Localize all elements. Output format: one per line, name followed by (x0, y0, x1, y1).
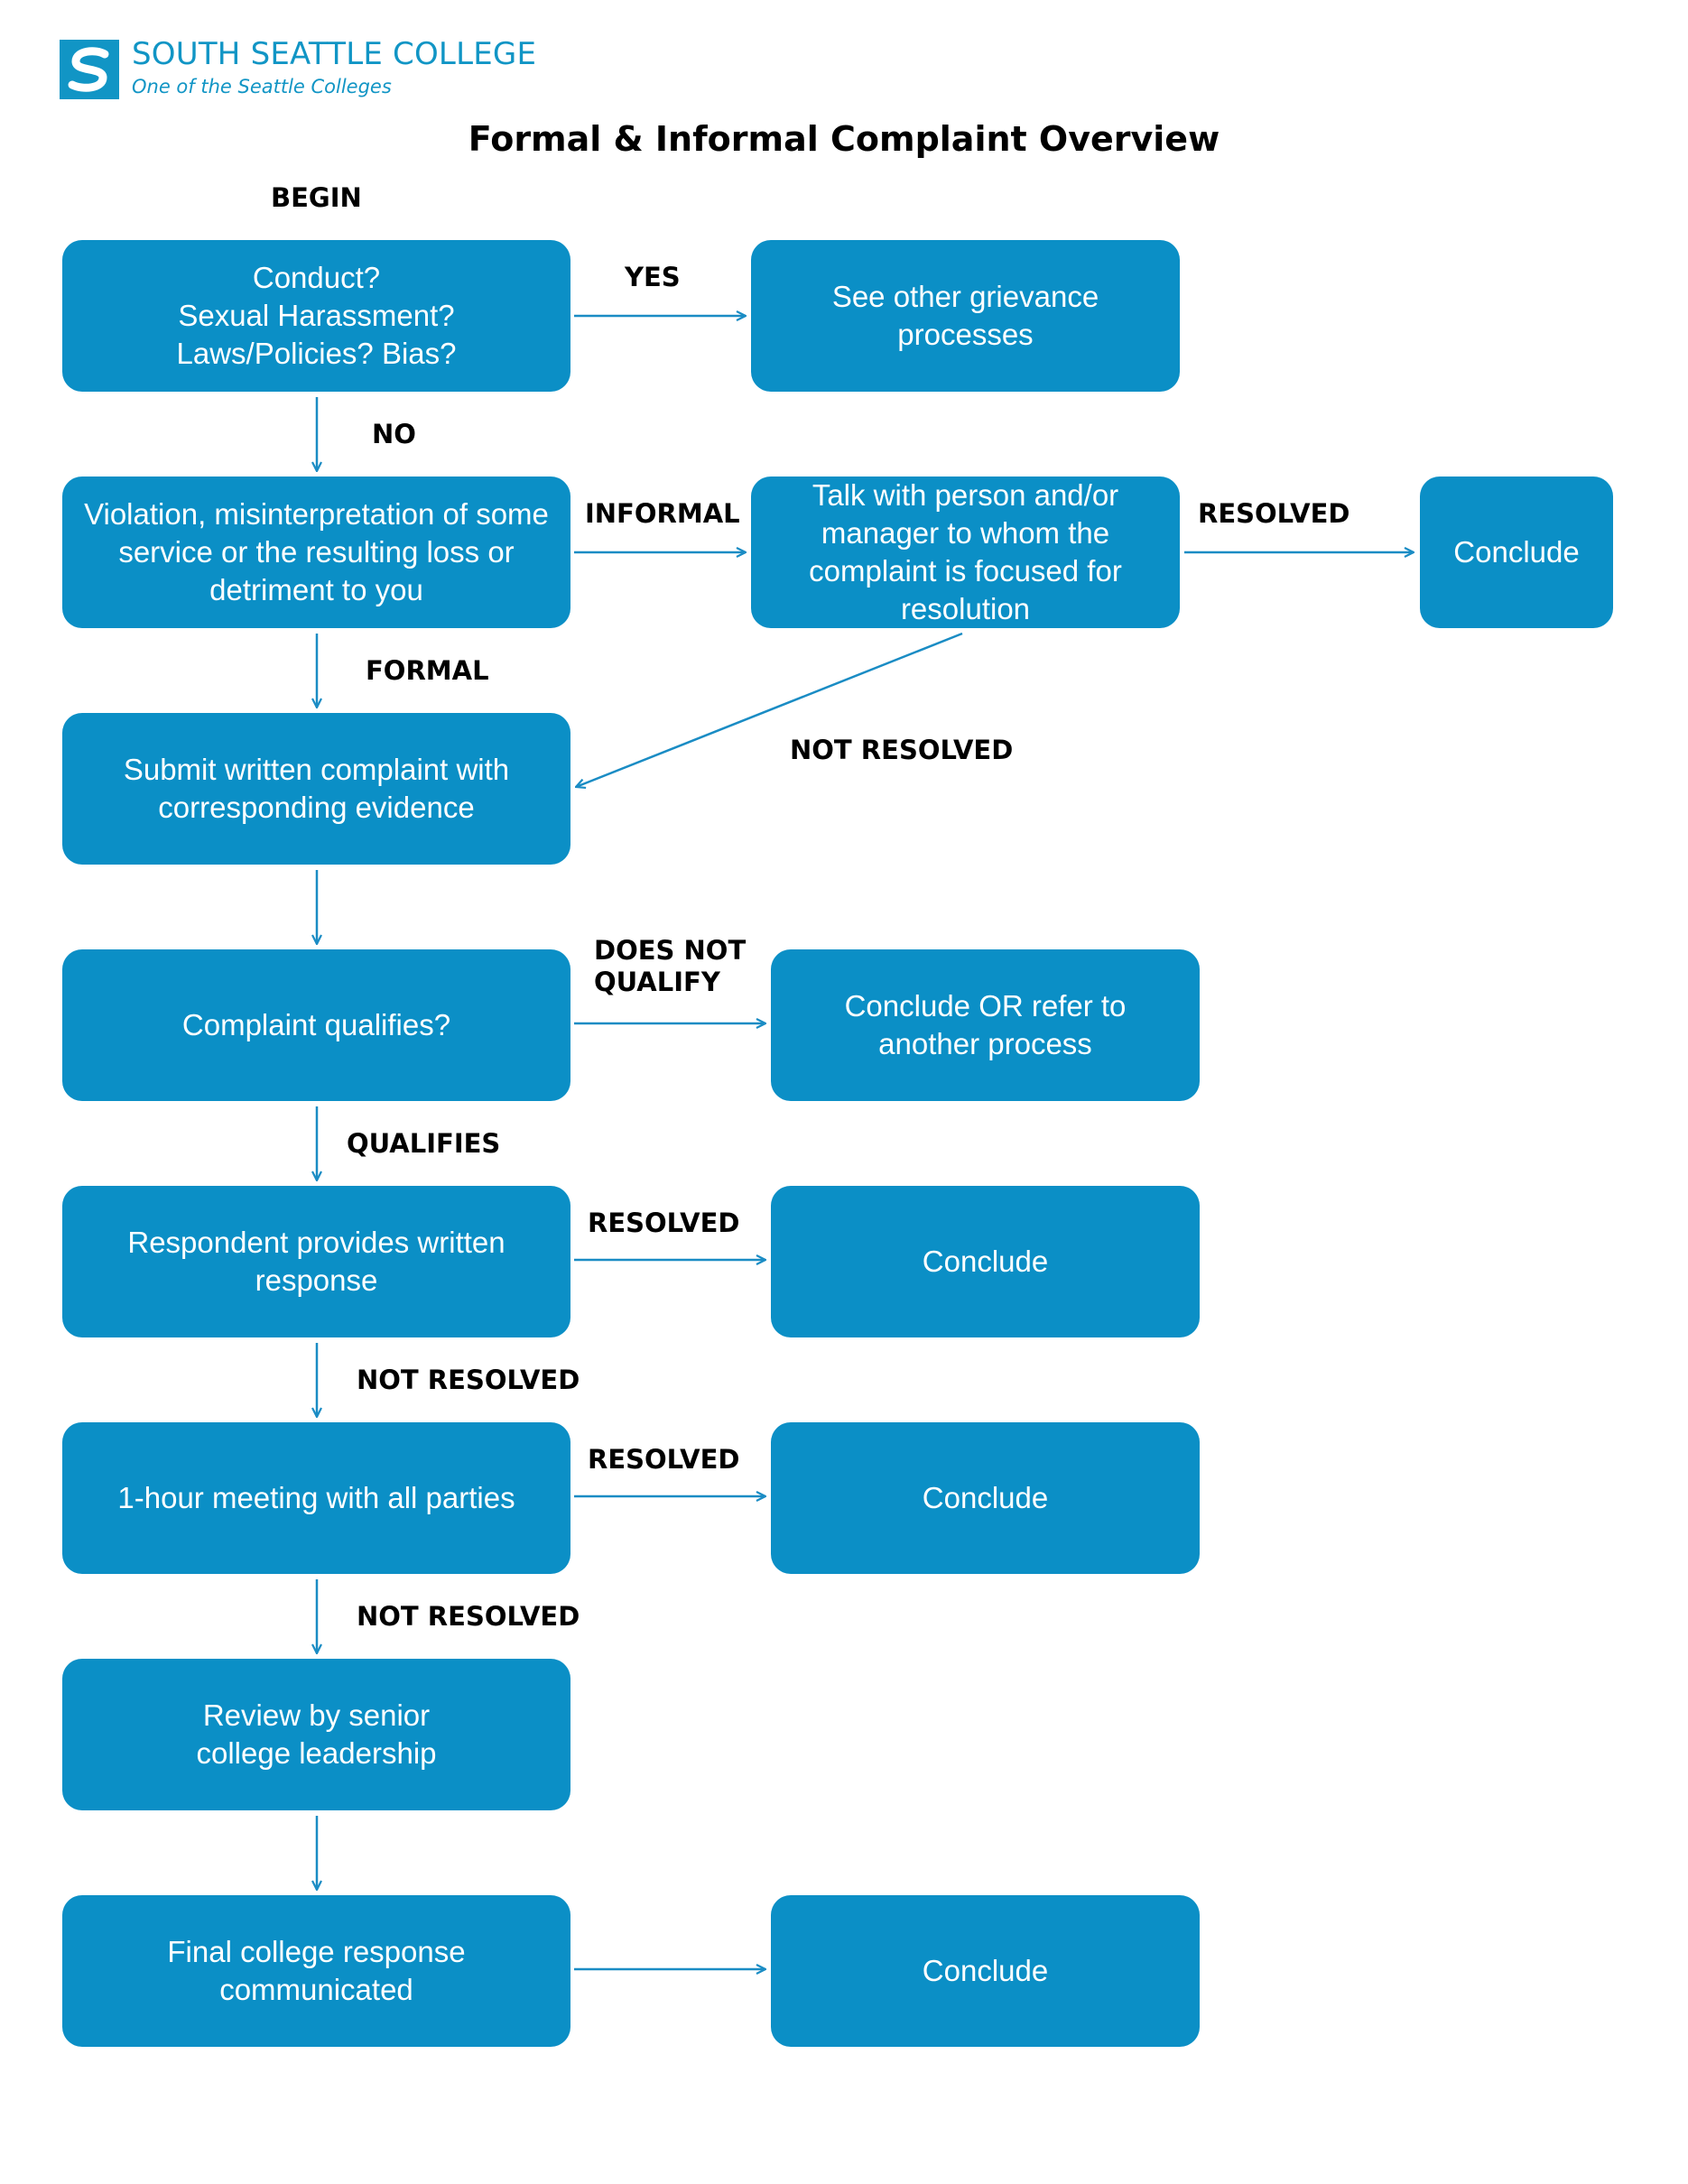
label-does-not-qualify: DOES NOT QUALIFY (594, 935, 747, 997)
node-senior-review: Review by senior college leadership (62, 1659, 570, 1810)
label-begin: BEGIN (271, 182, 362, 213)
brand-tagline: One of the Seattle Colleges (132, 76, 392, 97)
node-refer-another-process: Conclude OR refer to another process (771, 949, 1200, 1101)
brand-name: SOUTH SEATTLE COLLEGE (132, 36, 537, 72)
node-meeting: 1-hour meeting with all parties (62, 1422, 570, 1574)
label-not-resolved-meeting: NOT RESOLVED (357, 1601, 580, 1632)
label-resolved-meeting: RESOLVED (588, 1444, 740, 1475)
label-not-resolved-respondent: NOT RESOLVED (357, 1365, 580, 1395)
label-informal: INFORMAL (585, 498, 740, 529)
arrow-not-resolved-informal (576, 632, 963, 787)
node-other-grievance: See other grievance processes (751, 240, 1180, 392)
label-yes: YES (625, 262, 681, 292)
node-conduct-question: Conduct? Sexual Harassment? Laws/Policie… (62, 240, 570, 392)
college-logo (60, 40, 119, 99)
label-not-resolved-informal: NOT RESOLVED (790, 735, 1014, 765)
node-violation: Violation, misinterpretation of some ser… (62, 477, 570, 628)
label-qualifies: QUALIFIES (347, 1128, 501, 1159)
node-submit-written-complaint: Submit written complaint with correspond… (62, 713, 570, 865)
node-talk-with-person: Talk with person and/or manager to whom … (751, 477, 1180, 628)
node-conclude-meeting: Conclude (771, 1422, 1200, 1574)
page-title: Formal & Informal Complaint Overview (468, 119, 1220, 159)
node-complaint-qualifies: Complaint qualifies? (62, 949, 570, 1101)
node-respondent-response: Respondent provides written response (62, 1186, 570, 1337)
label-resolved-respondent: RESOLVED (588, 1208, 740, 1238)
node-conclude-informal: Conclude (1420, 477, 1613, 628)
label-no: NO (372, 419, 416, 449)
label-resolved-informal: RESOLVED (1198, 498, 1350, 529)
node-final-response: Final college response communicated (62, 1895, 570, 2047)
node-conclude-respondent: Conclude (771, 1186, 1200, 1337)
node-conclude-final: Conclude (771, 1895, 1200, 2047)
label-formal: FORMAL (366, 655, 489, 686)
